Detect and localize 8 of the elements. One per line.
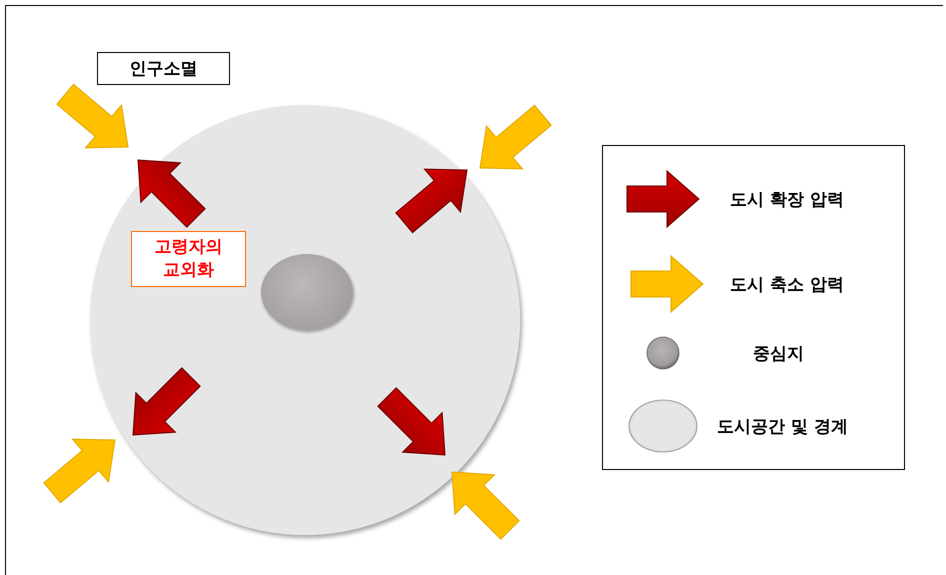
node-text: 고령자의 교외화: [154, 236, 224, 282]
legend-text: 도시 확장 압력: [730, 189, 844, 211]
label-box: [97, 52, 230, 85]
legend-text: 중심지: [753, 343, 804, 365]
legend-text: 도시 축소 압력: [730, 274, 844, 296]
node-text: 인구소멸: [130, 58, 198, 80]
legend-text: 도시공간 및 경계: [717, 416, 848, 438]
callout-box: [131, 231, 246, 287]
